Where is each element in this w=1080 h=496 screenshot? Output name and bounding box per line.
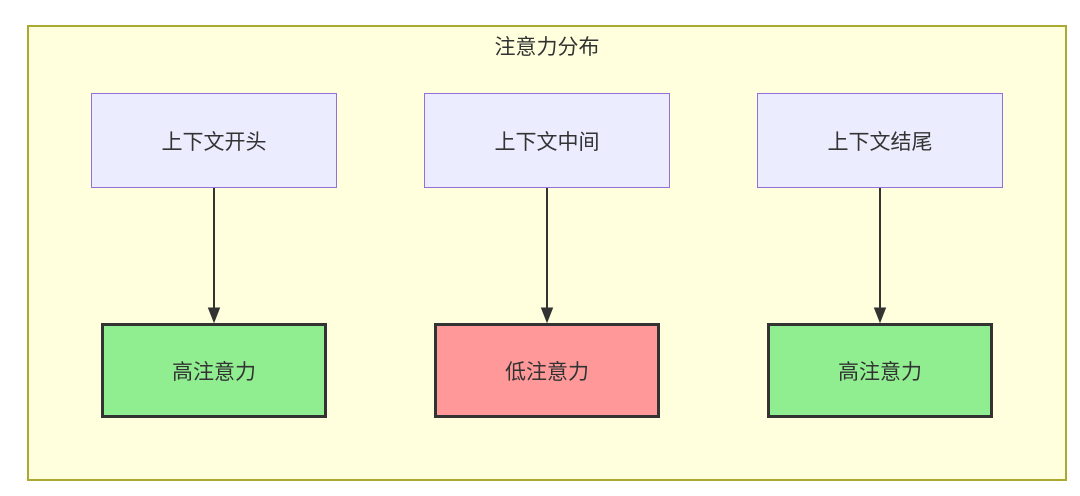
flow-column-start: 上下文开头 高注意力	[91, 93, 337, 418]
target-node-high-attention-1: 高注意力	[101, 323, 327, 418]
diagram-title: 注意力分布	[494, 36, 600, 59]
down-arrow-icon	[207, 188, 221, 323]
source-node-context-start: 上下文开头	[91, 93, 337, 188]
flow-column-middle: 上下文中间 低注意力	[424, 93, 670, 418]
down-arrow-icon	[873, 188, 887, 323]
source-node-context-middle: 上下文中间	[424, 93, 670, 188]
flow-column-end: 上下文结尾 高注意力	[757, 93, 1003, 418]
down-arrow-icon	[540, 188, 554, 323]
attention-distribution-diagram: 注意力分布 上下文开头 高注意力 上下文中间 低注意力 上下文结尾	[27, 25, 1067, 481]
diagram-columns: 上下文开头 高注意力 上下文中间 低注意力 上下文结尾	[29, 93, 1065, 418]
source-node-context-end: 上下文结尾	[757, 93, 1003, 188]
target-node-low-attention: 低注意力	[434, 323, 660, 418]
target-node-high-attention-2: 高注意力	[767, 323, 993, 418]
